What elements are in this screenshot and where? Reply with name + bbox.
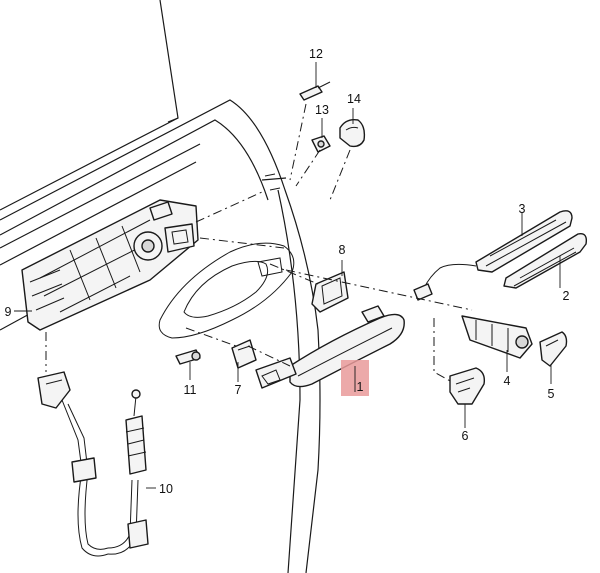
callout-12: 12 — [309, 47, 323, 61]
callout-3: 3 — [519, 202, 526, 216]
callout-5: 5 — [548, 387, 555, 401]
bowden-cable-part-10 — [37, 371, 149, 557]
callout-11: 11 — [184, 383, 197, 397]
screw-part-11 — [175, 349, 201, 365]
trim-cover-part-2 — [503, 233, 588, 289]
callout-2: 2 — [563, 289, 570, 303]
cap-part-14 — [339, 118, 366, 148]
bracket-part-7 — [231, 339, 257, 369]
nut-part-13 — [311, 135, 331, 153]
callout-9: 9 — [5, 305, 12, 319]
insert-part-6 — [449, 367, 486, 405]
carrier-bracket-part-9 — [21, 199, 199, 331]
leader-lines — [14, 62, 561, 489]
callout-4: 4 — [504, 374, 511, 388]
lock-cylinder-part-4 — [461, 315, 533, 359]
wire-harness — [413, 263, 477, 301]
callout-14: 14 — [347, 92, 361, 106]
outer-door-handle-part-1 — [255, 305, 405, 389]
end-cap-part-5 — [539, 331, 568, 367]
callout-6: 6 — [462, 429, 469, 443]
callout-10: 10 — [159, 482, 173, 496]
door-handle-recess-gasket — [158, 242, 295, 339]
assembly-lines — [45, 103, 473, 383]
trim-cover-part-3 — [475, 210, 573, 273]
callout-13: 13 — [315, 103, 329, 117]
callout-7: 7 — [235, 383, 242, 397]
screw-part-12 — [299, 81, 331, 101]
door-panel — [0, 0, 321, 573]
callout-8: 8 — [339, 243, 346, 257]
bezel-part-8 — [311, 271, 349, 313]
callout-1: 1 — [357, 380, 364, 394]
